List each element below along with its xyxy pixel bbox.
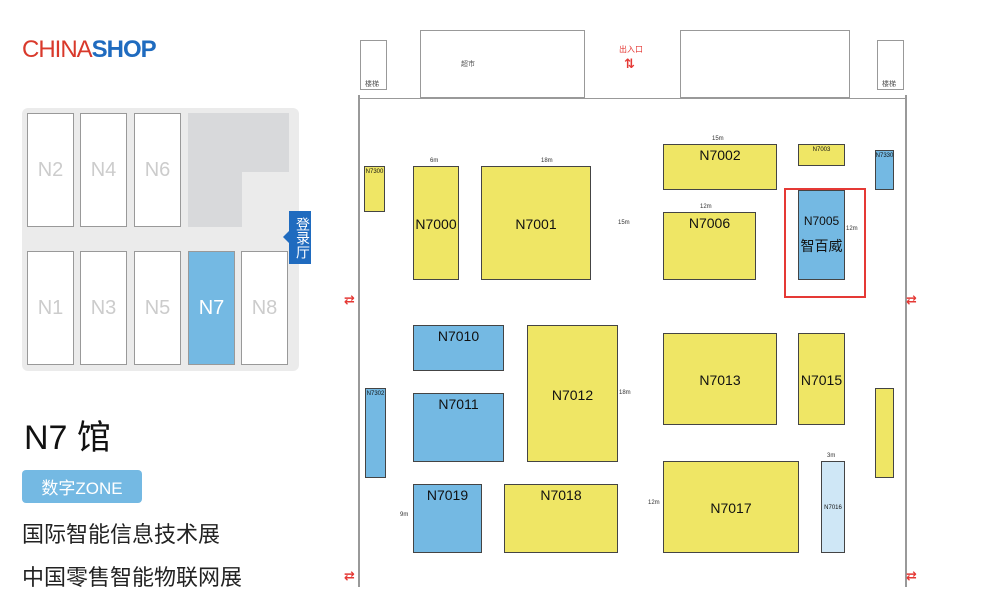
booth-label: N7017: [710, 500, 752, 516]
booth-n7016[interactable]: N7016: [821, 461, 845, 553]
dimension-label: 12m: [648, 500, 660, 506]
booth-n7012[interactable]: N7012: [527, 325, 618, 462]
booth-n7330[interactable]: N7330: [875, 150, 894, 190]
stairs-label: 楼梯: [882, 81, 896, 88]
dimension-label: 15m: [618, 220, 630, 226]
booth-label: N7015: [800, 372, 843, 388]
hall-n8[interactable]: N8: [241, 251, 288, 365]
booth-label: N7011: [438, 396, 479, 412]
zone-badge: 数字ZONE: [22, 470, 142, 503]
entrance-arrows-icon: ⇅: [624, 56, 635, 71]
booth-n7001[interactable]: N7001: [481, 166, 591, 280]
dimension-label: 18m: [541, 158, 553, 164]
logo-part1: CHINA: [22, 36, 93, 63]
booth-label: N7330: [875, 153, 894, 159]
hall-overview-map: N2 N4 N6 N1 N3 N5 N7 N8: [22, 108, 299, 371]
booth-label: N7003: [812, 147, 831, 153]
exhibition-1: 国际智能信息技术展: [22, 522, 221, 547]
hall-title: N7 馆: [24, 419, 111, 457]
hall-n3[interactable]: N3: [80, 251, 127, 365]
right-wall: [905, 95, 907, 587]
supermarket-label: 超市: [461, 61, 475, 68]
chinashop-logo: CHINASHOP: [22, 36, 157, 64]
dimension-label: 9m: [400, 512, 409, 518]
left-wall: [358, 95, 360, 587]
booth-n7011[interactable]: N7011: [413, 393, 504, 462]
supermarket-room: 超市: [420, 30, 585, 98]
hall-n2[interactable]: N2: [27, 113, 74, 227]
dimension-label: 18m: [619, 390, 631, 396]
stairs-left: 楼梯: [360, 40, 387, 90]
booth-n7018[interactable]: N7018: [504, 484, 618, 553]
entrance-label: 出入口: [619, 45, 643, 54]
lobby-label: 登录厅: [283, 211, 311, 264]
dimension-label: 6m: [430, 158, 439, 164]
hall-n4[interactable]: N4: [80, 113, 127, 227]
booth-label: N7013: [699, 372, 741, 388]
north-wall: [358, 98, 907, 99]
exit-arrow-icon: ⇄: [344, 292, 355, 307]
booth-n7005[interactable]: N7005 智百威: [798, 190, 845, 280]
booth-small-right[interactable]: [875, 388, 894, 478]
booth-label: N7010: [437, 328, 480, 344]
exit-arrow-icon: ⇄: [906, 292, 917, 307]
booth-n7006[interactable]: N7006: [663, 212, 756, 280]
booth-n7013[interactable]: N7013: [663, 333, 777, 425]
booth-n7000[interactable]: N7000: [413, 166, 459, 280]
gray-area: [188, 113, 289, 172]
dimension-label: 12m: [846, 226, 858, 232]
dimension-label: 15m: [712, 136, 724, 142]
booth-label: N7012: [551, 386, 594, 403]
exhibition-2: 中国零售智能物联网展: [22, 565, 243, 590]
highlight-box: [784, 188, 866, 298]
exit-arrow-icon: ⇄: [344, 568, 355, 583]
hall-n6[interactable]: N6: [134, 113, 181, 227]
dimension-label: 3m: [827, 453, 836, 459]
booth-label: N7002: [699, 147, 741, 163]
booth-label: N7000: [415, 216, 457, 232]
booth-label: N7300: [365, 169, 384, 175]
booth-label: N7018: [540, 487, 582, 503]
booth-n7017[interactable]: N7017: [663, 461, 799, 553]
booth-n7002[interactable]: N7002: [663, 144, 777, 190]
booth-n7010[interactable]: N7010: [413, 325, 504, 371]
stairs-right: 楼梯: [877, 40, 904, 90]
gray-area: [188, 168, 242, 227]
hall-n1[interactable]: N1: [27, 251, 74, 365]
booth-label: N7302: [366, 391, 385, 397]
logo-part2: SHOP: [91, 36, 157, 63]
dimension-label: 12m: [700, 204, 712, 210]
booth-label: N7019: [426, 487, 469, 503]
hall-n5[interactable]: N5: [134, 251, 181, 365]
hall-n7[interactable]: N7: [188, 251, 235, 365]
booth-company: 智百威: [800, 238, 843, 254]
booth-label: N7001: [515, 216, 557, 232]
booth-n7015[interactable]: N7015: [798, 333, 845, 425]
booth-n7019[interactable]: N7019: [413, 484, 482, 553]
booth-n7302[interactable]: N7302: [365, 388, 386, 478]
booth-label: N7006: [688, 215, 731, 231]
booth-n7300[interactable]: N7300: [364, 166, 385, 212]
restroom-area: [680, 30, 850, 98]
stairs-label: 楼梯: [365, 81, 379, 88]
booth-n7003[interactable]: N7003: [798, 144, 845, 166]
booth-label: N7005: [803, 214, 840, 228]
exit-arrow-icon: ⇄: [906, 568, 917, 583]
booth-label: N7016: [824, 505, 842, 511]
